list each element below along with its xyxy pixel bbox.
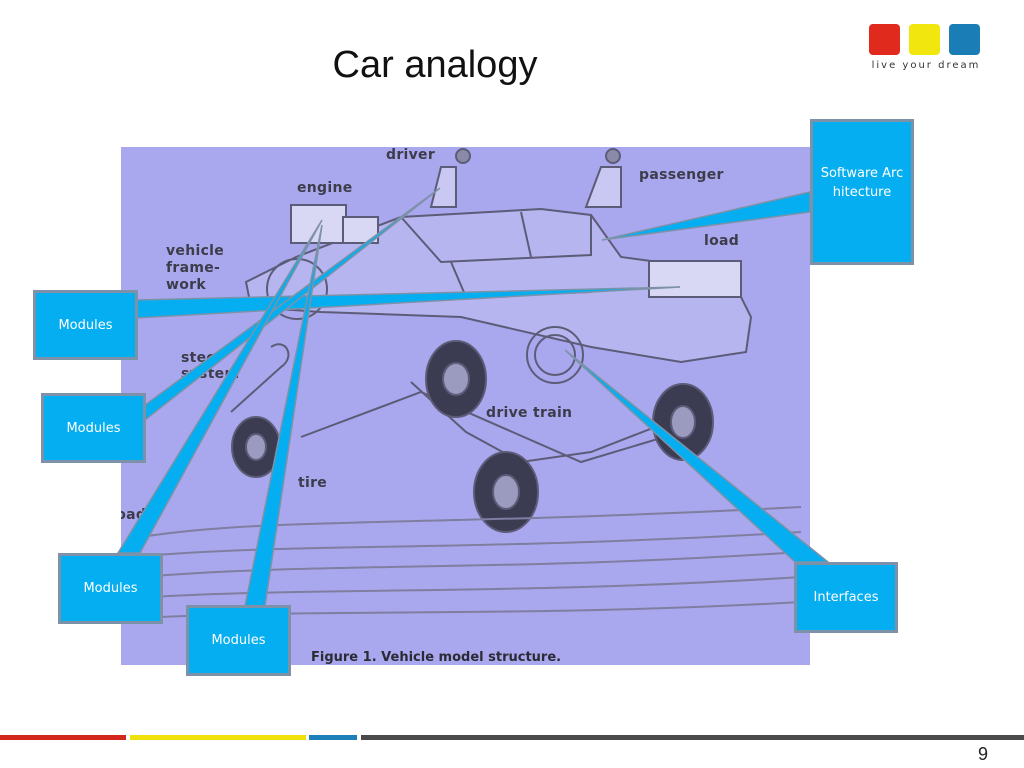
footer-bar-gray [361, 735, 1024, 740]
figure-label-load: load [704, 233, 740, 249]
vehicle-drawing [130, 148, 802, 618]
callout-modules-2: Modules [41, 393, 146, 463]
figure-label-tire: tire [298, 475, 328, 491]
logo-tagline: live your dream [871, 60, 981, 71]
callout-software-architecture: Software Architecture [810, 119, 914, 265]
figure-label-steer-system: steer system [181, 350, 240, 382]
logo-yellow-square [909, 24, 940, 55]
figure-label-driver: driver [386, 147, 436, 163]
figure-label-passenger: passenger [639, 167, 724, 183]
page-number: 9 [978, 744, 989, 764]
callout-interfaces: Interfaces [794, 562, 898, 633]
footer-bar-red [0, 735, 126, 740]
callout-modules-4: Modules [186, 605, 291, 676]
slide-title: Car analogy [332, 44, 538, 86]
footer-bar-yellow [130, 735, 306, 740]
figure-label-drive-train: drive train [486, 405, 573, 421]
callout-software-architecture-text: Software Architecture [820, 166, 904, 200]
figure-label-engine: engine [297, 180, 353, 196]
footer-bar-blue [309, 735, 357, 740]
figure-label-vehicle-frame: vehicle frame- work [166, 243, 225, 293]
company-logo: live your dream [866, 24, 986, 76]
logo-red-square [869, 24, 900, 55]
callout-modules-1: Modules [33, 290, 138, 360]
figure-caption: Figure 1. Vehicle model structure. [311, 650, 562, 665]
logo-blue-square [949, 24, 980, 55]
vehicle-model-figure: driver engine passenger load vehicle fra… [121, 147, 810, 665]
figure-label-road: road [121, 507, 147, 523]
callout-modules-3: Modules [58, 553, 163, 624]
